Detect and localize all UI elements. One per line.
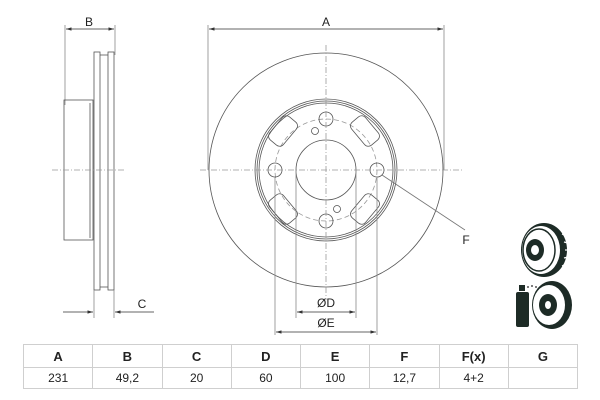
header-e: E: [299, 344, 371, 368]
coated-disc-spray-icon: [516, 281, 572, 329]
spec-table-header-row: A B C D E F F(x) G: [22, 344, 579, 368]
technical-drawing: B C: [52, 15, 572, 335]
value-a: 231: [22, 367, 94, 389]
value-c: 20: [161, 367, 232, 389]
label-f: F: [462, 233, 469, 247]
value-fx: 4+2: [438, 367, 509, 389]
header-c: C: [161, 344, 232, 368]
header-fx: F(x): [438, 344, 509, 368]
spec-table: A B C D E F F(x) G 231 49,2 20 60 100 12…: [22, 344, 579, 389]
header-d: D: [230, 344, 302, 368]
label-a: A: [322, 15, 330, 29]
value-f: 12,7: [369, 367, 440, 389]
value-e: 100: [299, 367, 371, 389]
header-a: A: [22, 344, 94, 368]
front-view: [200, 25, 466, 335]
spec-table-value-row: 231 49,2 20 60 100 12,7 4+2: [22, 367, 579, 389]
label-b: B: [85, 15, 93, 29]
value-g: [507, 367, 579, 389]
vented-disc-icon: [521, 223, 569, 277]
value-b: 49,2: [92, 367, 163, 389]
value-d: 60: [230, 367, 302, 389]
label-e: ØE: [317, 316, 334, 330]
header-g: G: [507, 344, 579, 368]
label-c: C: [138, 297, 147, 311]
header-f: F: [369, 344, 440, 368]
header-b: B: [92, 344, 163, 368]
label-d: ØD: [317, 296, 335, 310]
side-view: [52, 25, 154, 318]
